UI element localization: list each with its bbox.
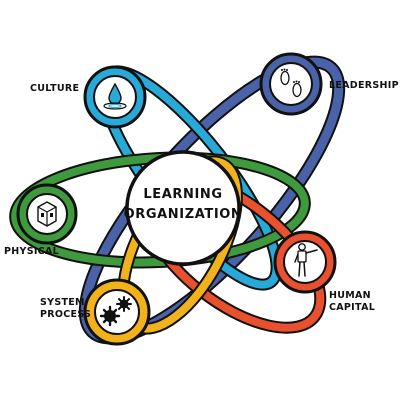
building-cube-icon <box>37 201 57 227</box>
culture-node <box>83 65 147 129</box>
center-title-line2: ORGANIZATION <box>124 207 243 222</box>
leadership-node <box>259 52 323 116</box>
water-drop-icon <box>103 82 127 110</box>
person-pointing-icon <box>294 243 318 277</box>
culture-label: CULTURE <box>30 83 79 94</box>
gears-icon <box>99 296 132 327</box>
system-process-label-line1: SYSTEM/ <box>40 297 89 308</box>
center-title-line1: LEARNING <box>143 187 222 202</box>
human-capital-label-line1: HUMAN <box>329 290 371 301</box>
physical-node <box>16 183 78 245</box>
center-node: LEARNING ORGANIZATION <box>124 150 243 266</box>
leadership-label: LEADERSHIP <box>329 80 399 91</box>
human-capital-node <box>273 230 337 294</box>
footprints-icon <box>280 68 302 98</box>
physical-label: PHYSICAL <box>4 246 59 257</box>
system-process-label-line2: PROCESS <box>40 309 91 320</box>
system-process-node <box>83 278 151 346</box>
human-capital-label-line2: CAPITAL <box>329 302 375 313</box>
